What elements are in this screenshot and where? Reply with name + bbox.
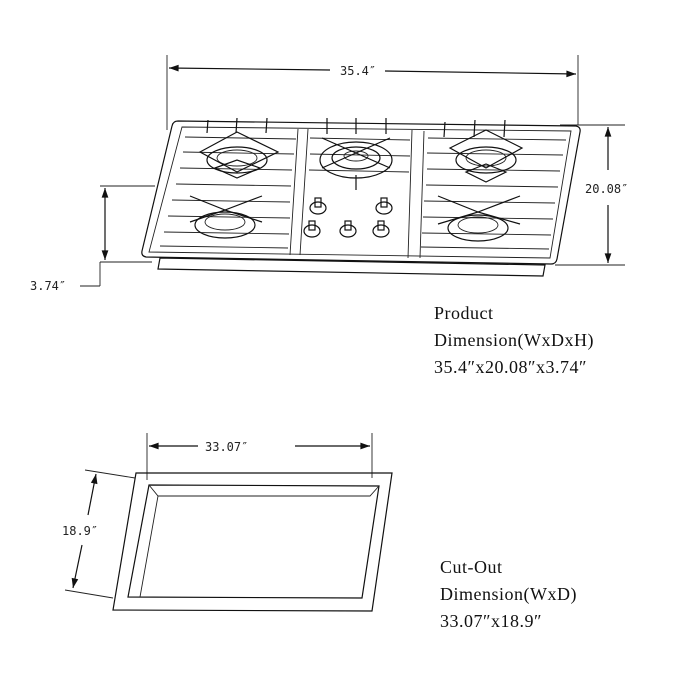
cutout-spec: Cut-Out Dimension(WxD) 33.07″x18.9″ xyxy=(440,554,577,635)
cutout-spec-title: Cut-Out xyxy=(440,557,503,577)
cutout-spec-subtitle: Dimension(WxD) xyxy=(440,584,577,604)
product-width-label: 35.4″ xyxy=(340,64,376,78)
cutout-width-dimension: 33.07″ xyxy=(146,433,373,480)
product-spec-subtitle: Dimension(WxDxH) xyxy=(434,330,594,350)
burner-front-right xyxy=(437,195,521,242)
burner-center xyxy=(319,137,393,190)
burner-rear-right xyxy=(448,129,524,183)
cooktop-illustration xyxy=(141,117,581,277)
cutout-illustration xyxy=(112,472,393,612)
control-knobs xyxy=(303,197,393,238)
product-spec: Product Dimension(WxDxH) 35.4″x20.08″x3.… xyxy=(434,300,594,381)
product-height-dimension: 3.74″ xyxy=(30,185,155,293)
cutout-width-label: 33.07″ xyxy=(205,440,248,454)
cutout-depth-dimension: 18.9″ xyxy=(62,469,136,599)
burner-rear-left xyxy=(198,131,280,179)
cutout-spec-value: 33.07″x18.9″ xyxy=(440,611,542,631)
product-depth-dimension: 20.08″ xyxy=(555,124,628,266)
product-spec-title: Product xyxy=(434,303,494,323)
burner-front-left xyxy=(189,195,263,239)
product-spec-value: 35.4″x20.08″x3.74″ xyxy=(434,357,587,377)
product-width-dimension: 35.4″ xyxy=(166,55,579,130)
product-depth-label: 20.08″ xyxy=(585,182,628,196)
product-height-label: 3.74″ xyxy=(30,279,66,293)
cutout-depth-label: 18.9″ xyxy=(62,524,98,538)
